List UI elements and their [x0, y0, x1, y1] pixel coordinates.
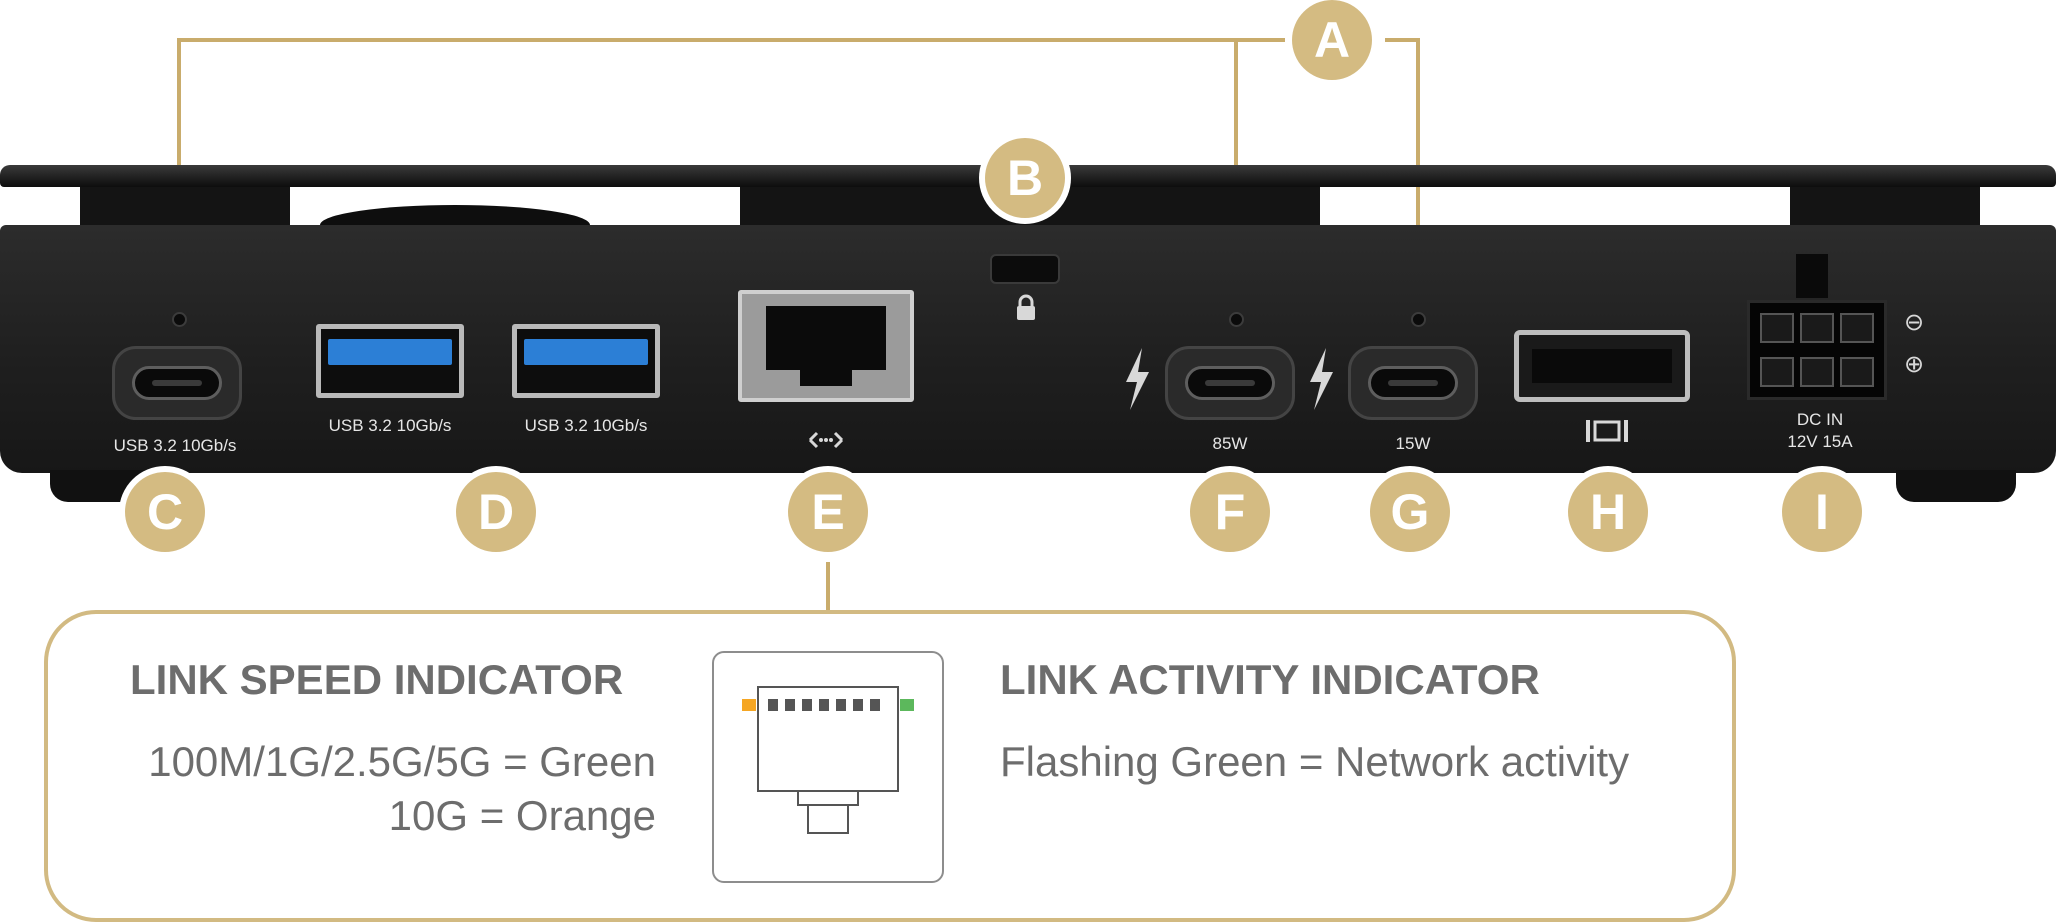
status-led-right: [1411, 312, 1426, 327]
thunderbolt-icon: [1126, 348, 1149, 410]
dock-foot-right: [1896, 470, 2016, 502]
activity-led-green: [900, 699, 914, 711]
dc-in-label-line2: 12V 15A: [1787, 432, 1853, 451]
dc-in-latch: [1796, 254, 1828, 298]
dc-in-port: [1747, 300, 1887, 400]
callout-a-drop-right: [1416, 38, 1420, 288]
status-led-middle: [1229, 312, 1244, 327]
callout-e-leader: [826, 562, 830, 612]
displayport-icon: [1586, 420, 1628, 442]
thunderbolt-85w-label: 85W: [1212, 434, 1248, 453]
speed-led-orange: [742, 699, 756, 711]
thunderbolt-15w-label: 15W: [1395, 434, 1431, 453]
callout-f: F: [1190, 472, 1270, 552]
callout-a-drop-left: [177, 38, 181, 288]
link-speed-title: LINK SPEED INDICATOR: [130, 656, 624, 703]
usb-c-port: [132, 366, 222, 400]
link-activity-line1: Flashing Green = Network activity: [1000, 738, 1630, 785]
callout-a-drop-middle: [1234, 38, 1238, 288]
thunderbolt-port-15w: [1368, 366, 1458, 400]
link-speed-line2: 10G = Orange: [388, 792, 656, 839]
usb-a-port-2: [512, 324, 660, 398]
thunderbolt-port-15w-frame: [1348, 346, 1478, 420]
usb-a-port-2-label: USB 3.2 10Gb/s: [524, 416, 648, 435]
dc-in-label-line1: DC IN: [1796, 410, 1844, 429]
thunderbolt-icon: [1310, 348, 1333, 410]
dock-stand-right: [1790, 187, 1980, 229]
link-speed-line1: 100M/1G/2.5G/5G = Green: [148, 738, 656, 785]
thunderbolt-port-85w-frame: [1165, 346, 1295, 420]
ethernet-icon: [808, 431, 844, 449]
ethernet-port: [738, 290, 914, 402]
usb-a-port-1: [316, 324, 464, 398]
callout-c: C: [125, 472, 205, 552]
thunderbolt-port-85w: [1185, 366, 1275, 400]
callout-h: H: [1568, 472, 1648, 552]
rj45-jack-illustration: [712, 651, 944, 883]
rj45-jack-icon: [757, 686, 899, 834]
callout-i: I: [1782, 472, 1862, 552]
link-activity-title: LINK ACTIVITY INDICATOR: [1000, 656, 1540, 703]
usb-c-port-frame: [112, 346, 242, 420]
lock-slot: [990, 254, 1060, 284]
dc-minus-symbol: ⊖: [1904, 309, 1925, 336]
callout-a-line-right-top: [1385, 38, 1418, 42]
callout-g: G: [1370, 472, 1450, 552]
dc-plus-symbol: ⊕: [1904, 351, 1925, 378]
status-led-left: [172, 312, 187, 327]
callout-a: A: [1292, 0, 1372, 80]
dock-stand-left: [80, 187, 290, 229]
callout-b: B: [985, 138, 1065, 218]
lock-icon: [1017, 294, 1035, 320]
usb-a-port-1-label: USB 3.2 10Gb/s: [328, 416, 452, 435]
callout-d: D: [456, 472, 536, 552]
usb-c-port-label: USB 3.2 10Gb/s: [113, 436, 237, 455]
displayport-port: [1514, 330, 1690, 402]
callout-e: E: [788, 472, 868, 552]
callout-a-line-top: [177, 38, 1285, 42]
